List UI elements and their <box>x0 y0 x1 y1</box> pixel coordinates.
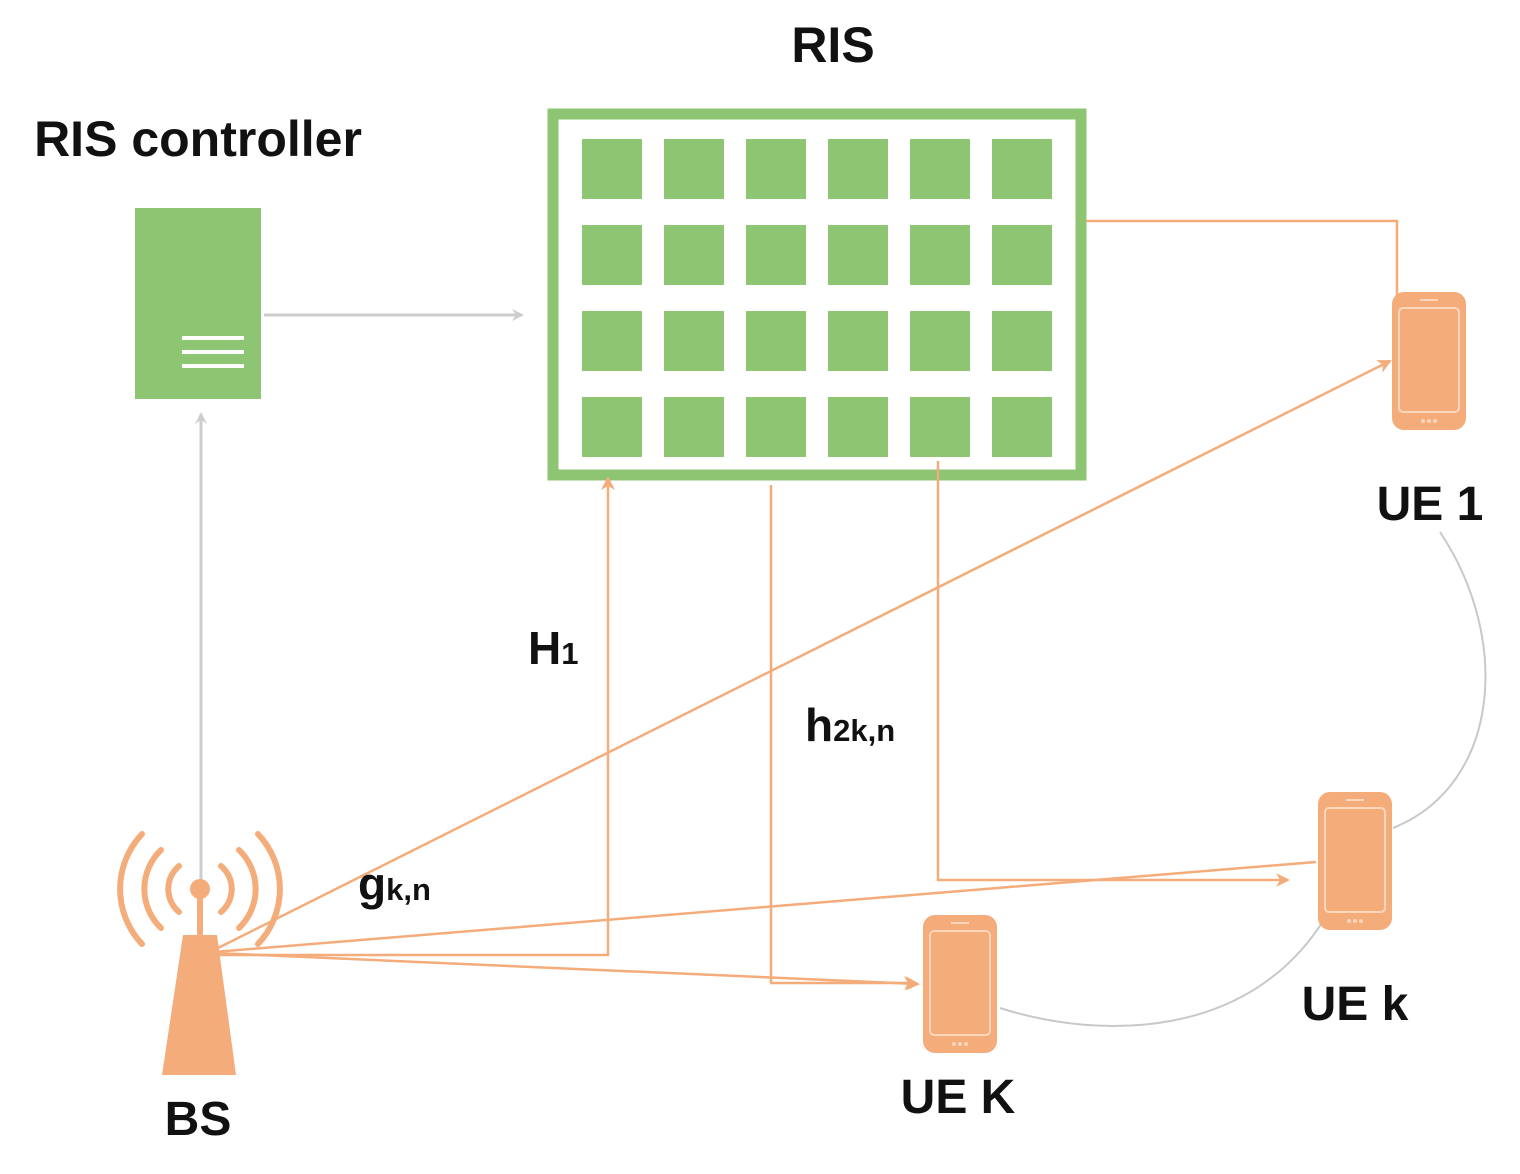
ris-element <box>582 311 642 371</box>
g-channel-label: gk,n <box>358 858 431 910</box>
ris-element <box>992 311 1052 371</box>
ris-element <box>746 397 806 457</box>
ris-element <box>664 311 724 371</box>
ris-element <box>664 139 724 199</box>
uek-label: UE k <box>1302 978 1409 1031</box>
ris-element <box>910 397 970 457</box>
ris-controller-title: RIS controller <box>34 111 362 167</box>
ris-element <box>828 397 888 457</box>
h2-symbol: h <box>805 699 833 751</box>
ris-element <box>828 139 888 199</box>
smartphone-icon <box>1318 792 1392 930</box>
ue-cluster-arc <box>1392 531 1487 829</box>
ris-to-ue1-link <box>1086 219 1399 296</box>
ris-element <box>746 139 806 199</box>
ris-element <box>664 397 724 457</box>
ris-element <box>828 225 888 285</box>
smartphone-icon <box>1392 292 1466 430</box>
ris-element <box>828 311 888 371</box>
ris-element <box>910 311 970 371</box>
h2-subscript: 2k,n <box>833 713 895 748</box>
ris-element <box>582 397 642 457</box>
bs-to-ueK-link <box>213 951 920 991</box>
server-icon <box>135 208 261 399</box>
ris-element <box>582 139 642 199</box>
g-subscript: k,n <box>386 872 431 907</box>
ris-title: RIS <box>791 17 874 73</box>
antenna-tower-icon <box>117 831 283 1075</box>
ris-elements <box>582 139 1052 457</box>
ris-to-uek-link <box>936 461 1290 887</box>
ris-element <box>992 397 1052 457</box>
ris-element <box>746 311 806 371</box>
ris-element <box>746 225 806 285</box>
h2-channel-label: h2k,n <box>805 699 895 751</box>
bs-to-ue1-link <box>213 359 1392 952</box>
ris-element <box>664 225 724 285</box>
ueK-label: UE K <box>901 1071 1016 1124</box>
ris-element <box>992 139 1052 199</box>
ris-element <box>910 225 970 285</box>
h1-subscript: 1 <box>561 636 578 671</box>
g-symbol: g <box>358 858 386 910</box>
bs-label: BS <box>165 1093 232 1146</box>
ris-element <box>910 139 970 199</box>
bs-to-uek-link <box>213 860 1317 954</box>
h1-symbol: H <box>528 622 561 674</box>
ris-element <box>992 225 1052 285</box>
ue1-label: UE 1 <box>1377 478 1484 531</box>
bs-to-ris-h1-link <box>214 476 615 957</box>
h1-channel-label: H1 <box>528 622 578 674</box>
controller-body <box>135 208 261 399</box>
smartphone-icon <box>923 915 997 1053</box>
ue-cluster-arc <box>999 917 1326 1027</box>
ris-to-ueK-link <box>769 485 918 990</box>
ris-panel <box>547 108 1087 481</box>
ris-element <box>582 225 642 285</box>
